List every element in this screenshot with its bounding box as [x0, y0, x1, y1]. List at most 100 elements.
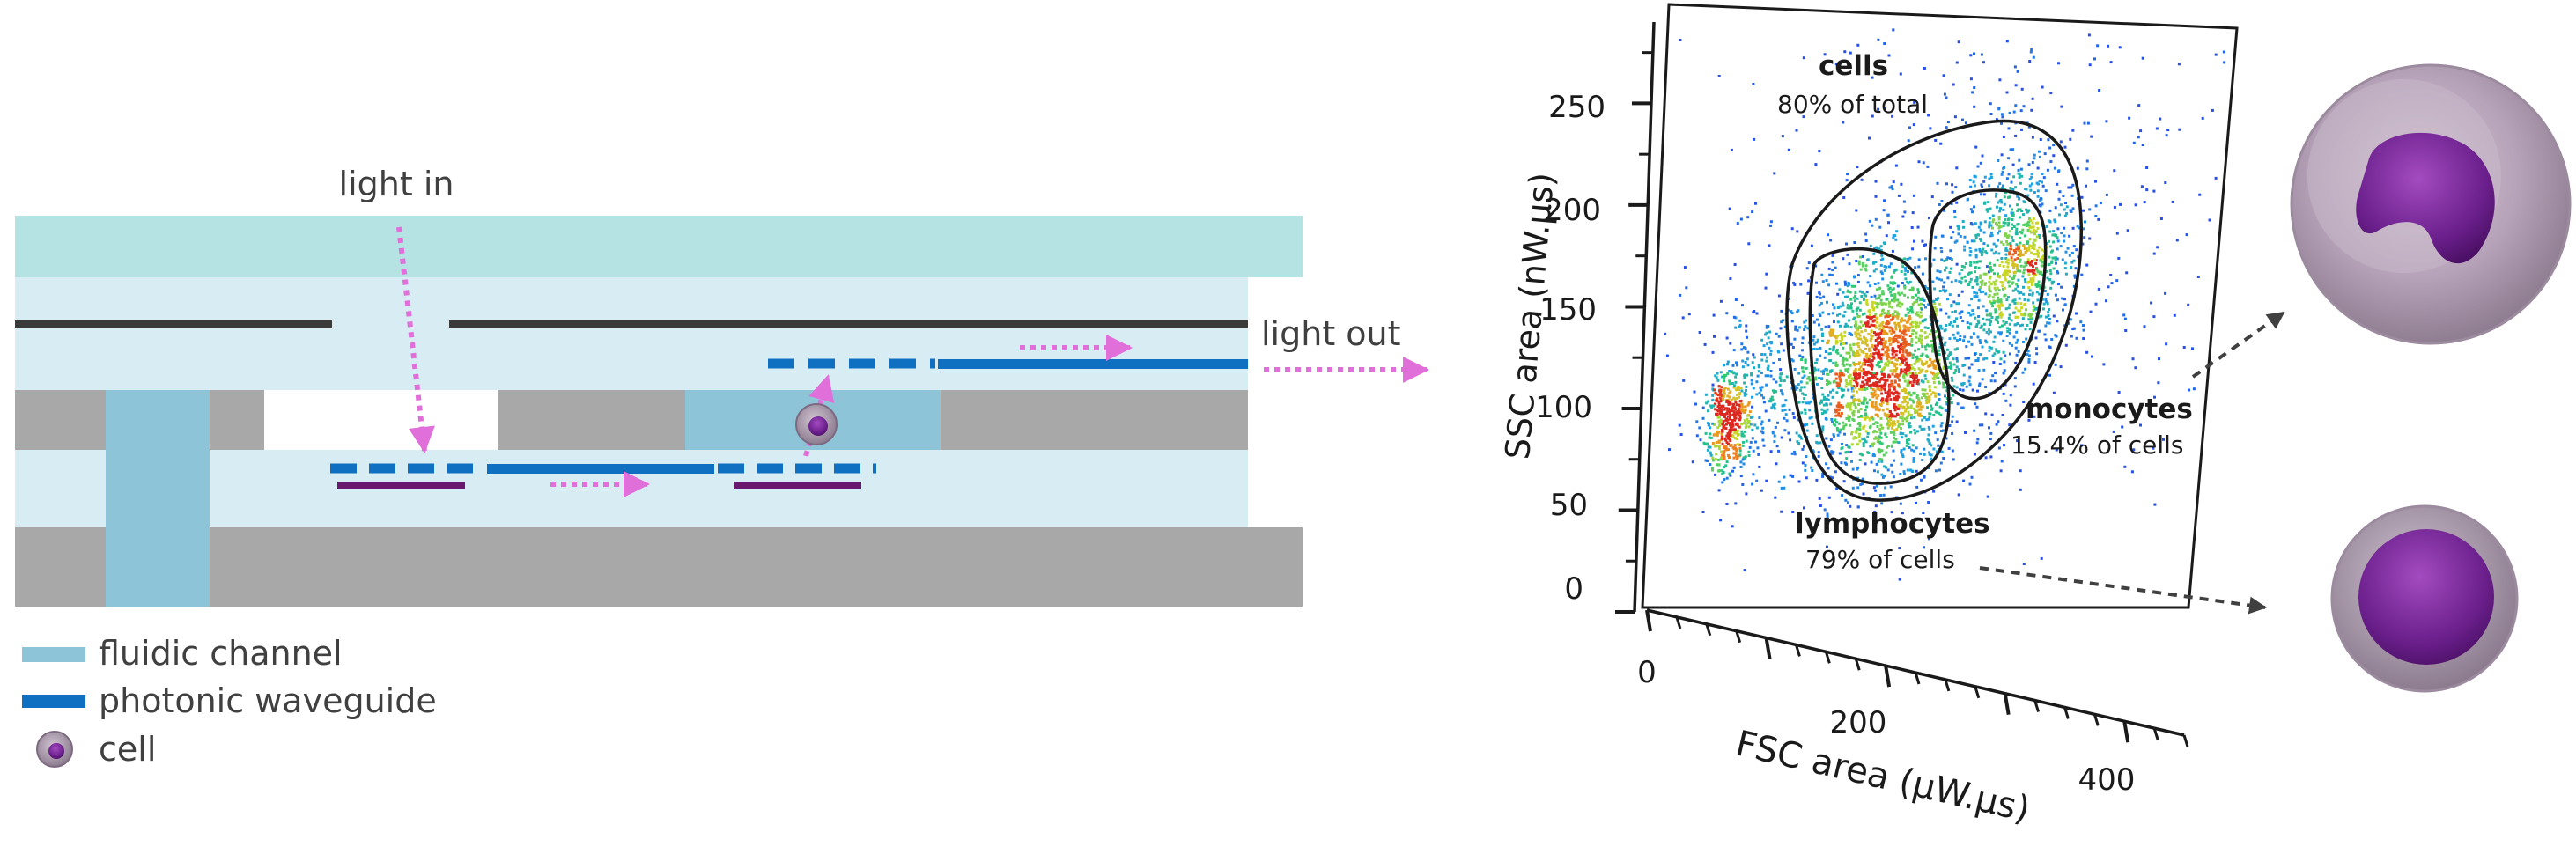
scatter-point	[1862, 426, 1865, 430]
scatter-point	[2001, 304, 2004, 307]
scatter-point	[1860, 401, 1864, 405]
scatter-point	[1713, 433, 1716, 437]
scatter-point	[1920, 478, 1923, 482]
scatter-point	[1872, 454, 1876, 458]
scatter-point	[1856, 313, 1859, 316]
scatter-point	[1923, 67, 1926, 70]
scatter-point	[1910, 271, 1914, 275]
scatter-point	[1723, 387, 1727, 389]
scatter-point	[2025, 337, 2028, 341]
scatter-point	[2026, 261, 2030, 264]
scatter-point	[1685, 286, 1688, 290]
scatter-point	[1839, 334, 1842, 337]
x-minor-tick	[1735, 630, 1742, 644]
scatter-point	[1902, 324, 1906, 328]
scatter-point	[1932, 366, 1936, 369]
scatter-point	[2002, 350, 2005, 354]
scatter-point	[1908, 351, 1911, 355]
scatter-point	[2072, 284, 2076, 288]
scatter-point	[2071, 207, 2075, 210]
scatter-point	[2012, 335, 2016, 339]
scatter-point	[1988, 285, 1991, 289]
scatter-point	[2000, 257, 2004, 260]
scatter-point	[2026, 229, 2030, 232]
scatter-point	[1783, 325, 1787, 328]
scatter-point	[1738, 414, 1742, 417]
scatter-point	[1746, 350, 1750, 354]
scatter-point	[1742, 462, 1746, 466]
scatter-point	[2041, 180, 2043, 184]
scatter-point	[1969, 54, 1973, 57]
scatter-point	[1769, 374, 1773, 378]
scatter-point	[1917, 160, 1921, 164]
scatter-point	[1819, 399, 1823, 402]
scatter-point	[1904, 267, 1907, 270]
scatter-point	[1869, 284, 1872, 288]
scatter-point	[1918, 321, 1922, 325]
scatter-point	[2026, 194, 2030, 197]
scatter-point	[1973, 184, 1976, 188]
scatter-point	[1869, 275, 1872, 278]
legend-label-fluidic: fluidic channel	[99, 634, 343, 673]
scatter-point	[1868, 372, 1871, 374]
scatter-point	[1859, 452, 1863, 455]
scatter-point	[1906, 403, 1909, 407]
scatter-point	[1903, 293, 1907, 297]
scatter-point	[1865, 360, 1869, 363]
scatter-point	[1960, 406, 1964, 409]
scatter-point	[1958, 272, 1961, 276]
scatter-point	[1896, 407, 1900, 410]
scatter-point	[1935, 372, 1938, 376]
scatter-point	[2035, 268, 2039, 270]
scatter-point	[2011, 261, 2015, 264]
scatter-point	[1820, 401, 1823, 404]
scatter-point	[1888, 410, 1892, 413]
scatter-point	[1944, 394, 1946, 398]
scatter-point	[2028, 178, 2032, 181]
scatter-point	[1746, 417, 1749, 421]
scatter-point	[1723, 446, 1726, 450]
scatter-point	[1791, 346, 1795, 349]
scatter-point	[1993, 272, 1996, 276]
scatter-point	[2048, 317, 2051, 320]
scatter-point	[1988, 225, 1991, 229]
scatter-point	[1928, 453, 1931, 456]
scatter-point	[1845, 369, 1849, 372]
scatter-point	[1988, 288, 1991, 291]
scatter-point	[2088, 237, 2092, 240]
scatter-point	[1765, 479, 1768, 482]
scatter-point	[1757, 453, 1760, 456]
scatter-point	[1818, 150, 1821, 153]
scatter-point	[2036, 283, 2040, 286]
scatter-point	[1880, 399, 1883, 402]
scatter-point	[1864, 430, 1868, 433]
scatter-point	[2134, 203, 2137, 207]
scatter-point	[1729, 401, 1732, 404]
scatter-point	[1703, 342, 1707, 346]
scatter-point	[1849, 291, 1852, 294]
scatter-point	[1848, 306, 1851, 310]
scatter-point	[1902, 387, 1906, 391]
scatter-point	[1858, 325, 1861, 328]
scatter-point	[2051, 256, 2055, 260]
scatter-point	[2014, 84, 2018, 87]
scatter-point	[2052, 267, 2056, 270]
scatter-point	[2039, 204, 2042, 208]
scatter-point	[2057, 197, 2061, 201]
y-axis	[1633, 21, 1656, 613]
scatter-point	[1872, 374, 1876, 377]
scatter-point	[1989, 265, 1992, 269]
scatter-point	[1903, 368, 1907, 372]
scatter-point	[2033, 269, 2036, 272]
scatter-point	[2083, 236, 2086, 239]
scatter-point	[1879, 248, 1883, 252]
scatter-point	[1793, 367, 1797, 371]
scatter-point	[1901, 512, 1904, 515]
scatter-point	[1897, 406, 1901, 409]
scatter-point	[2022, 285, 2025, 289]
scatter-point	[1808, 416, 1812, 420]
scatter-point	[1826, 408, 1829, 411]
scatter-point	[1934, 330, 1938, 334]
scatter-point	[1886, 422, 1890, 425]
scatter-point	[2004, 217, 2007, 221]
